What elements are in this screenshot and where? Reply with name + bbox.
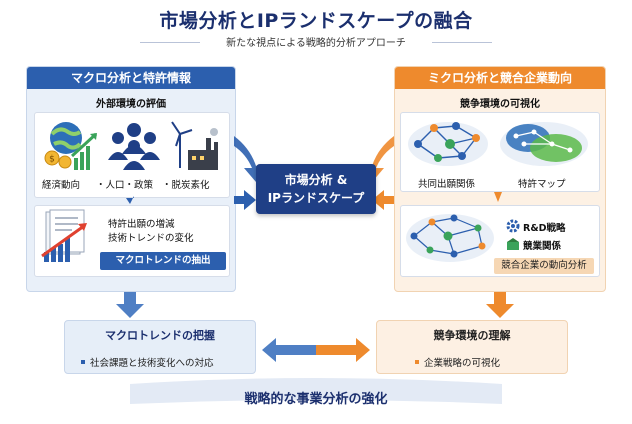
competitor-trend-banner: 競合企業の動向分析 [494,258,594,274]
gear-icon [506,219,520,233]
arrow-right-to-center-bottom [372,190,394,210]
coins-icon: $ [44,150,72,169]
subtitle-rule-right [432,42,492,43]
bottom-right-item: 企業戦略の可視化 [424,358,501,369]
bottom-left-title: マクロトレンドの把握 [105,329,215,342]
arrow-down-left [116,292,144,318]
patent-line-2: 技術トレンドの変化 [108,233,194,244]
patent-chart-icon [41,209,87,262]
arrow-left-to-center-top [234,136,262,182]
bullet-icon [415,359,419,364]
bottom-left-box: マクロトレンドの把握 社会課題と技術変化への対応 [64,320,256,374]
network-label-patent-map: 特許マップ [518,179,566,190]
co-application-network-icon [408,122,488,166]
globe-icon [50,122,82,154]
growth-chart-icon [70,132,98,170]
arrow-down-right-inner [494,192,502,202]
footer-band [130,378,502,404]
footer-title: 戦略的な事業分析の強化 [244,392,388,407]
bottom-right-item-row: 企業戦略の可視化 [415,351,567,370]
double-arrow-bottom [262,338,370,362]
network-icons [408,122,588,166]
bullet-icon [81,359,85,364]
arrow-left-to-center-bottom [234,190,256,210]
patent-line-1: 特許出願の増減 [108,219,175,230]
building-icon [507,238,519,250]
factory-icon [188,128,218,170]
bottom-left-item-row: 社会課題と技術変化への対応 [81,351,255,370]
page-title: 市場分析とIPランドスケープの融合 [159,10,473,32]
bottom-left-item: 社会課題と技術変化への対応 [90,358,214,369]
center-line-2: IPランドスケープ [267,191,365,205]
center-box: 市場分析 & IPランドスケープ [256,164,376,214]
macro-trend-banner-label: マクロトレンドの抽出 [115,255,211,266]
icon-label-economy: 経済動向 [42,180,81,191]
left-panel-header: マクロ分析と特許情報 [27,67,235,89]
left-section-title: 外部環境の評価 [96,99,166,110]
arrow-down-left-inner [126,196,134,204]
arrow-down-right [486,292,514,318]
subtitle-rule-left [140,42,200,43]
legend-competition: 競業関係 [523,241,562,252]
right-section-title: 競争環境の可視化 [460,99,540,110]
legend-rd-strategy: R&D戦略 [523,223,566,234]
icon-label-population: ・人口・政策 [96,180,154,191]
icon-label-decarbonization: ・脱炭素化 [162,180,210,191]
patent-map-icon [500,122,588,166]
right-panel-header: ミクロ分析と競合企業動向 [395,67,605,89]
wind-turbine-icon [171,121,193,168]
page-subtitle: 新たな視点による戦略的分析アプローチ [226,38,406,49]
people-icon [108,123,160,170]
center-line-1: 市場分析 & [284,173,348,187]
competitor-trend-banner-label: 競合企業の動向分析 [501,260,587,271]
macro-trend-banner: マクロトレンドの抽出 [100,252,226,270]
svg-text:$: $ [49,155,55,165]
network-label-co-application: 共同出願関係 [418,179,476,190]
competitor-network-icon [406,214,494,262]
bottom-right-title: 競争環境の理解 [433,329,511,342]
bottom-right-box: 競争環境の理解 企業戦略の可視化 [376,320,568,374]
external-env-icons: $ [44,121,218,170]
